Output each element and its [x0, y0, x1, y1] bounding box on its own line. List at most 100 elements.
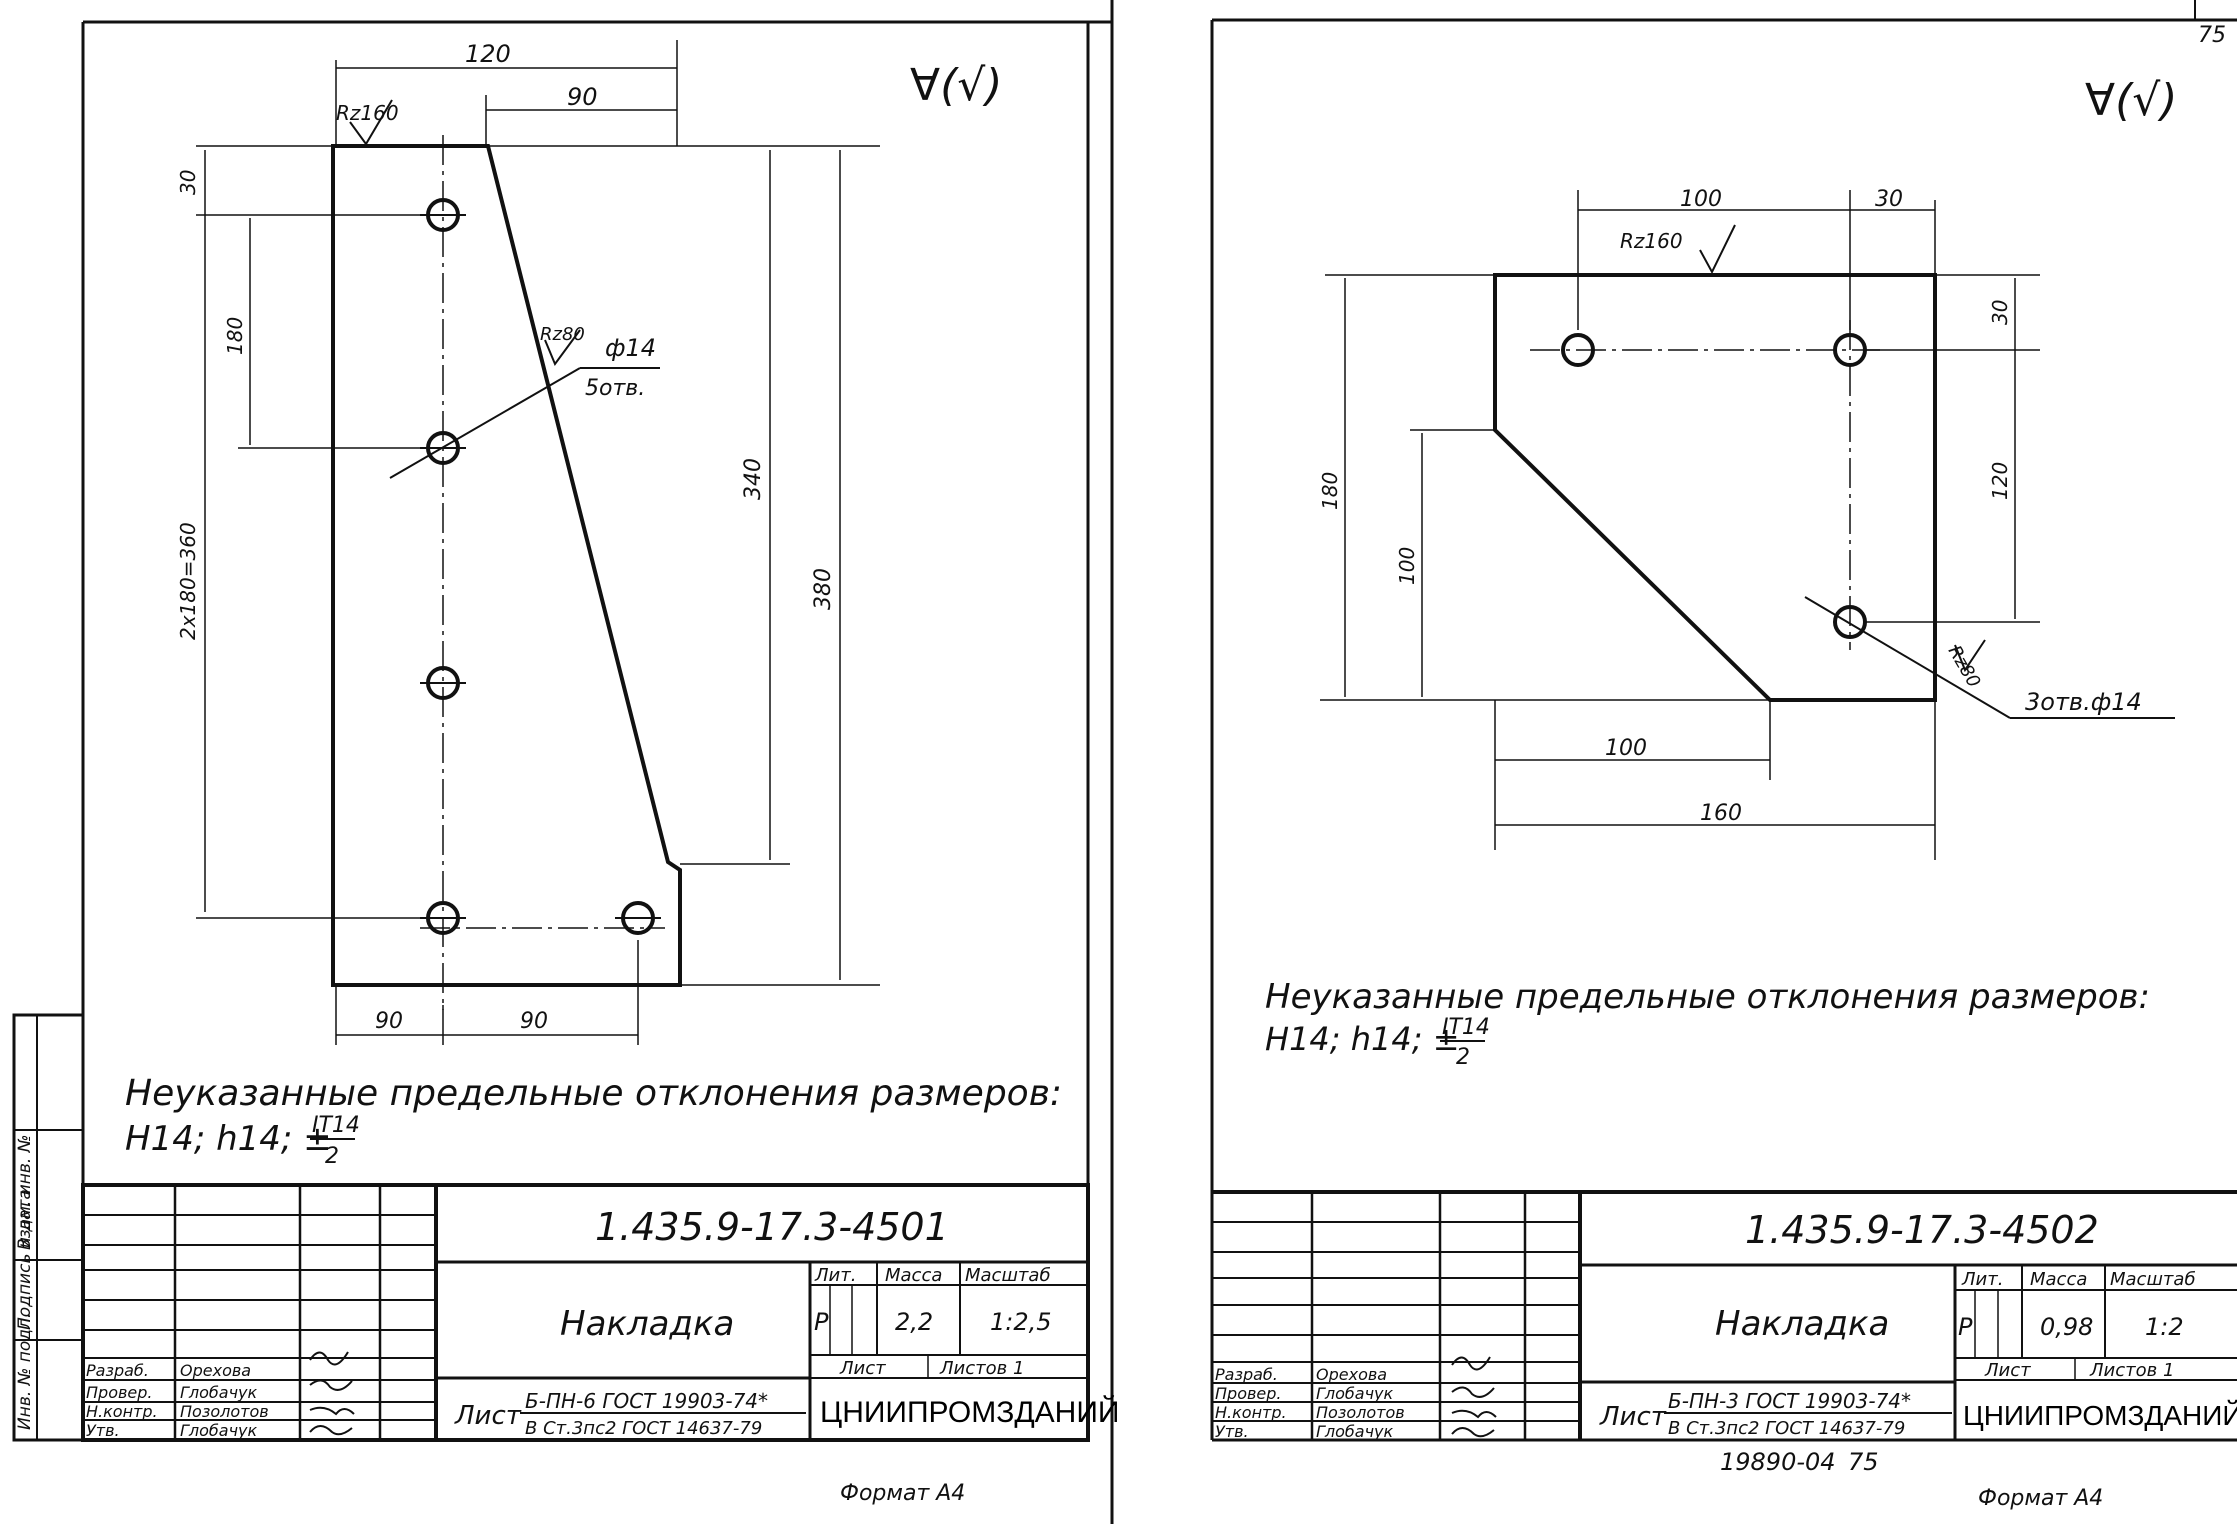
- right-organization: ЦНИИПРОМЗДАНИЙ: [1963, 1400, 2237, 1431]
- right-corner-number: 75: [2198, 23, 2226, 48]
- side-stamp-label-3: Взам. инв. №: [15, 1135, 35, 1250]
- left-role: Разраб.: [86, 1361, 149, 1380]
- left-dim-edge-top: 30: [176, 170, 200, 195]
- left-name: Позолотов: [180, 1402, 269, 1421]
- right-scale-value: 1:2: [2145, 1313, 2184, 1341]
- right-archive-number: 19890-04: [1720, 1448, 1836, 1476]
- right-dim-left-outer: 180: [1318, 472, 1342, 510]
- left-tolerance-formula: H14; h14; ±: [125, 1119, 332, 1159]
- right-name: Орехова: [1316, 1365, 1387, 1384]
- left-mass-header: Масса: [885, 1265, 942, 1286]
- left-part-name: Накладка: [560, 1304, 734, 1344]
- left-hole: [420, 198, 466, 232]
- right-sheet-label: Лист: [1984, 1360, 2031, 1381]
- right-dim-top-left: 100: [1680, 187, 1722, 212]
- left-roughness-hole: Rz80: [540, 324, 585, 345]
- right-dim-left-inner: 100: [1395, 547, 1419, 585]
- left-material-prefix: Лист: [454, 1401, 522, 1431]
- right-lit-value: Р: [1958, 1313, 1973, 1341]
- right-format: Формат А4: [1978, 1486, 2103, 1511]
- right-part-name: Накладка: [1715, 1304, 1889, 1344]
- right-hole-leader: [1804, 596, 2011, 719]
- left-part-outline: [331, 144, 682, 987]
- right-dim-right-lower: 120: [1988, 462, 2012, 500]
- right-part-outline: [1493, 273, 1937, 702]
- left-roughness-edge: Rz160: [336, 101, 399, 125]
- left-material-top: Б-ПН-6 ГОСТ 19903-74*: [525, 1389, 768, 1413]
- left-name: Глобачук: [180, 1383, 258, 1402]
- right-dim-right-upper: 30: [1988, 300, 2012, 325]
- left-dim-width-top: 120: [465, 40, 511, 68]
- side-stamp-label-1: Инв. № подл.: [15, 1313, 35, 1430]
- left-lit-header: Лит.: [814, 1265, 856, 1286]
- left-drawing: Инв. № подл. Подпись и дата Взам. инв. №…: [12, 0, 1119, 1524]
- left-name: Орехова: [180, 1361, 251, 1380]
- left-role: Утв.: [86, 1421, 120, 1440]
- left-roughness-general: ∀(√): [910, 60, 1002, 111]
- right-tolerance-title: Неуказанные предельные отклонения размер…: [1265, 977, 2150, 1017]
- left-dim-hole-step: 180: [223, 317, 247, 355]
- right-role: Провер.: [1215, 1384, 1282, 1403]
- right-role: Н.контр.: [1215, 1403, 1287, 1422]
- right-dim-top-right: 30: [1875, 187, 1903, 212]
- right-roughness-general: ∀(√): [2085, 75, 2177, 126]
- left-tolerance-fraction-top: IT14: [312, 1113, 360, 1138]
- left-lit-value: Р: [814, 1308, 829, 1336]
- right-hole: [1561, 333, 1595, 367]
- left-scale-value: 1:2,5: [990, 1308, 1052, 1336]
- left-scale-header: Масштаб: [965, 1265, 1051, 1286]
- right-name: Глобачук: [1316, 1384, 1394, 1403]
- left-signature: [309, 1351, 355, 1436]
- left-dim-side-outer: 380: [811, 568, 836, 610]
- right-mass-value: 0,98: [2040, 1313, 2093, 1341]
- right-archive-page: 75: [1848, 1448, 1879, 1476]
- left-tolerance-title: Неуказанные предельные отклонения размер…: [125, 1073, 1062, 1114]
- left-tolerance-fraction-bottom: 2: [325, 1144, 339, 1169]
- left-doc-number: 1.435.9-17.3-4501: [595, 1205, 949, 1249]
- left-role: Провер.: [86, 1383, 153, 1402]
- right-dim-bottom-inner: 100: [1605, 736, 1647, 761]
- side-stamp-label-2: Подпись и дата: [15, 1189, 35, 1330]
- left-hole-callout-top: ф14: [605, 334, 656, 362]
- left-hole: [615, 901, 661, 935]
- left-material-bottom: В Ст.3пс2 ГОСТ 14637-79: [525, 1418, 762, 1439]
- left-dim-side-inner: 340: [741, 458, 766, 500]
- left-dim-hole-run: 2x180=360: [176, 522, 200, 640]
- left-sheets-label: Листов 1: [939, 1358, 1024, 1379]
- right-dim-bottom-outer: 160: [1700, 801, 1742, 826]
- right-name: Позолотов: [1316, 1403, 1405, 1422]
- right-roughness-edge: Rz160: [1620, 229, 1683, 253]
- left-hole: [420, 901, 466, 935]
- left-hole-callout-bottom: 5отв.: [585, 376, 645, 401]
- right-role: Разраб.: [1215, 1365, 1278, 1384]
- right-name: Глобачук: [1316, 1422, 1394, 1441]
- left-dim-bottom-left: 90: [375, 1009, 403, 1034]
- right-tolerance-fraction-bottom: 2: [1456, 1045, 1470, 1070]
- left-hole-leader: [389, 367, 581, 479]
- left-dim-offset-top: 90: [567, 83, 598, 111]
- right-hole-callout: 3отв.ф14: [2025, 688, 2142, 716]
- left-side-stamp: Инв. № подл. Подпись и дата Взам. инв. №: [12, 1013, 85, 1442]
- right-drawing: 75 ∀(√) 100 30 Rz160 30 120 180 100: [1210, 0, 2237, 1511]
- right-scale-header: Масштаб: [2110, 1269, 2196, 1290]
- left-title-block: [81, 1183, 1090, 1442]
- right-doc-number: 1.435.9-17.3-4502: [1745, 1208, 2099, 1252]
- right-sheets-label: Листов 1: [2089, 1360, 2174, 1381]
- right-tolerance-formula: H14; h14; ±: [1265, 1020, 1460, 1058]
- right-lit-header: Лит.: [1961, 1269, 2003, 1290]
- right-title-block: [1212, 1190, 2237, 1440]
- right-signature: [1451, 1356, 1497, 1438]
- right-tolerance-fraction-top: IT14: [1442, 1015, 1490, 1040]
- left-format: Формат А4: [840, 1481, 965, 1506]
- left-dim-bottom-right: 90: [520, 1009, 548, 1034]
- right-role: Утв.: [1215, 1422, 1249, 1441]
- left-mass-value: 2,2: [895, 1308, 933, 1336]
- right-material-bottom: В Ст.3пс2 ГОСТ 14637-79: [1668, 1418, 1905, 1439]
- right-material-top: Б-ПН-3 ГОСТ 19903-74*: [1668, 1389, 1911, 1413]
- left-sheet-label: Лист: [839, 1358, 886, 1379]
- left-hole: [420, 666, 466, 700]
- left-role: Н.контр.: [86, 1402, 158, 1421]
- right-mass-header: Масса: [2030, 1269, 2087, 1290]
- left-organization: ЦНИИПРОМЗДАНИЙ: [820, 1395, 1119, 1429]
